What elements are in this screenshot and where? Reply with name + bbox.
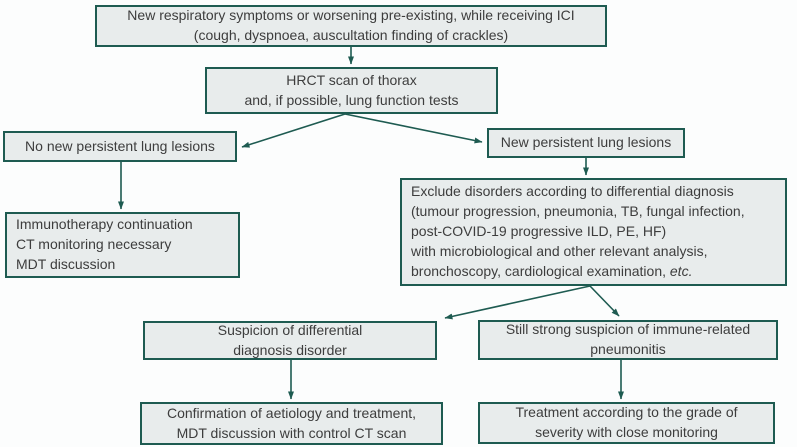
node-treatment-line1: Treatment according to the grade of [515,404,738,421]
node-new-lesions-line1: New persistent lung lesions [500,134,672,151]
node-hrct-line1: HRCT scan of thorax [286,71,417,88]
node-suspicion-differential: Suspicion of differential diagnosis diso… [143,321,437,360]
node-exclude-line2: (tumour progression, pneumonia, TB, fung… [411,203,745,220]
node-exclude-line5: bronchoscopy, cardiological examination,… [411,262,779,282]
node-exclude-line3: post-COVID-19 progressive ILD, PE, HF) [411,223,667,240]
arrow-hrct-to-new-lesions [344,113,483,144]
node-hrct-line2: and, if possible, lung function tests [244,91,459,108]
node-continuation-line3: MDT discussion [16,255,116,272]
node-new-lesions: New persistent lung lesions [487,128,685,158]
node-continuation-line2: CT monitoring necessary [16,236,172,253]
node-suspicion-pneumonitis-line1: Still strong suspicion of immune-related [505,321,751,338]
node-suspicion-differential-line2: diagnosis disorder [233,341,347,358]
node-no-new-lesions-line1: No new persistent lung lesions [25,137,215,154]
node-exclude-disorders: Exclude disorders according to different… [400,178,787,286]
node-symptoms-line1: New respiratory symptoms or worsening pr… [127,7,575,24]
node-treatment-grade: Treatment according to the grade of seve… [478,402,775,444]
node-suspicion-pneumonitis-line2: pneumonitis [590,341,666,357]
node-immunotherapy-continuation: Immunotherapy continuation CT monitoring… [5,212,240,278]
arrow-exclude-to-suspicion-pneumonitis [589,285,620,317]
node-confirmation-line2: MDT discussion with control CT scan [176,424,407,441]
node-suspicion-differential-line1: Suspicion of differential [217,321,363,338]
arrow-hrct-to-no-new-lesions [241,113,346,148]
node-symptoms: New respiratory symptoms or worsening pr… [95,5,607,47]
node-continuation-line1: Immunotherapy continuation [16,216,193,233]
arrow-exclude-to-suspicion-differential [444,285,591,320]
node-confirmation-line1: Confirmation of aetiology and treatment, [166,404,417,421]
node-symptoms-line2: (cough, dyspnoea, auscultation finding o… [193,27,509,43]
node-no-new-lesions: No new persistent lung lesions [3,131,237,162]
node-exclude-line1: Exclude disorders according to different… [411,183,734,200]
node-hrct-scan: HRCT scan of thorax and, if possible, lu… [205,67,498,114]
node-exclude-line5-etc: etc. [669,262,693,279]
node-treatment-line2: severity with close monitoring [535,424,718,440]
node-confirmation-aetiology: Confirmation of aetiology and treatment,… [140,402,443,445]
node-suspicion-pneumonitis: Still strong suspicion of immune-related… [478,320,778,360]
node-exclude-line5-text: bronchoscopy, cardiological examination, [411,262,670,279]
node-exclude-line4: with microbiological and other relevant … [411,242,708,259]
